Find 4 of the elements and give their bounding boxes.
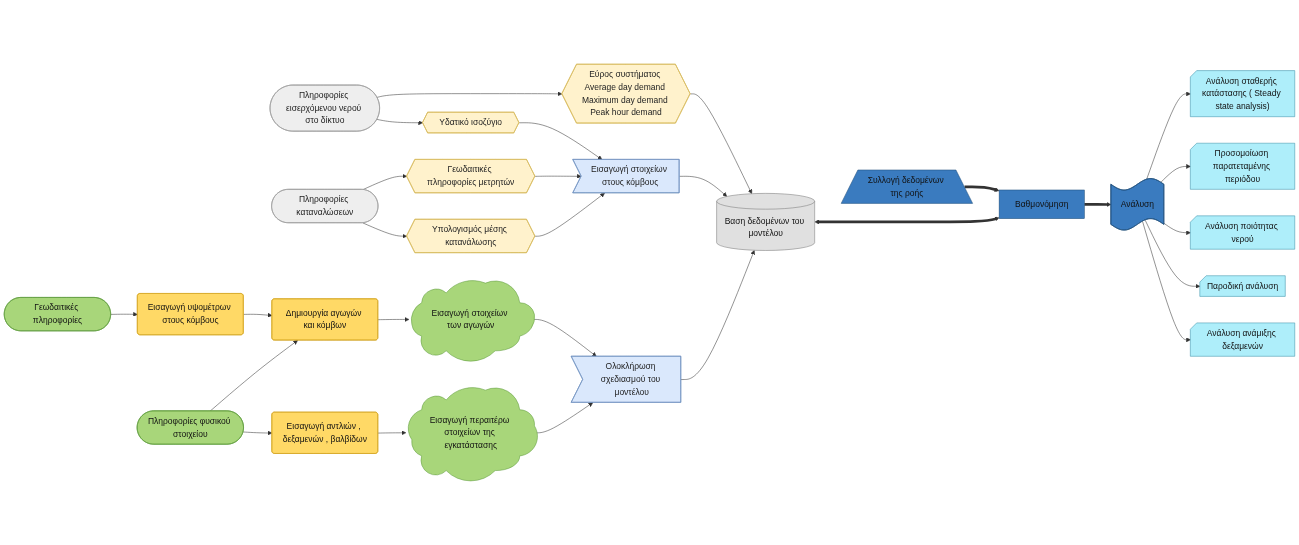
arrow bbox=[964, 185, 1000, 192]
arrow bbox=[814, 216, 1000, 225]
node-box: Βαθμονόμηση bbox=[998, 189, 1085, 219]
arrow bbox=[1084, 202, 1112, 207]
